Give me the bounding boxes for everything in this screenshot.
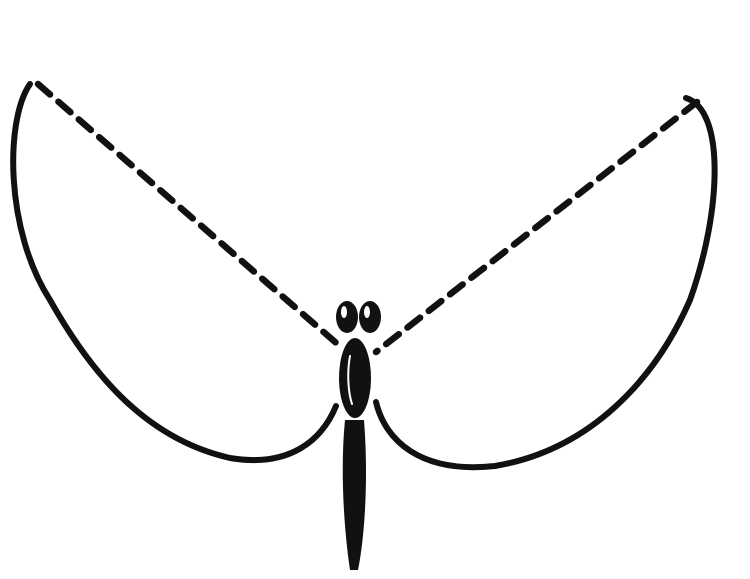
thorax-highlight: [347, 355, 353, 405]
right-wing-outline: [373, 95, 718, 471]
left-wing-outline: [10, 81, 339, 463]
right-eye-highlight: [364, 306, 370, 318]
right-eye: [359, 301, 381, 333]
right-wing-dashed-edge: [372, 98, 701, 356]
thorax: [339, 338, 371, 418]
left-eye: [336, 301, 358, 333]
abdomen: [342, 420, 366, 570]
left-wing-dashed-edge: [34, 80, 346, 352]
left-eye-highlight: [341, 306, 347, 318]
